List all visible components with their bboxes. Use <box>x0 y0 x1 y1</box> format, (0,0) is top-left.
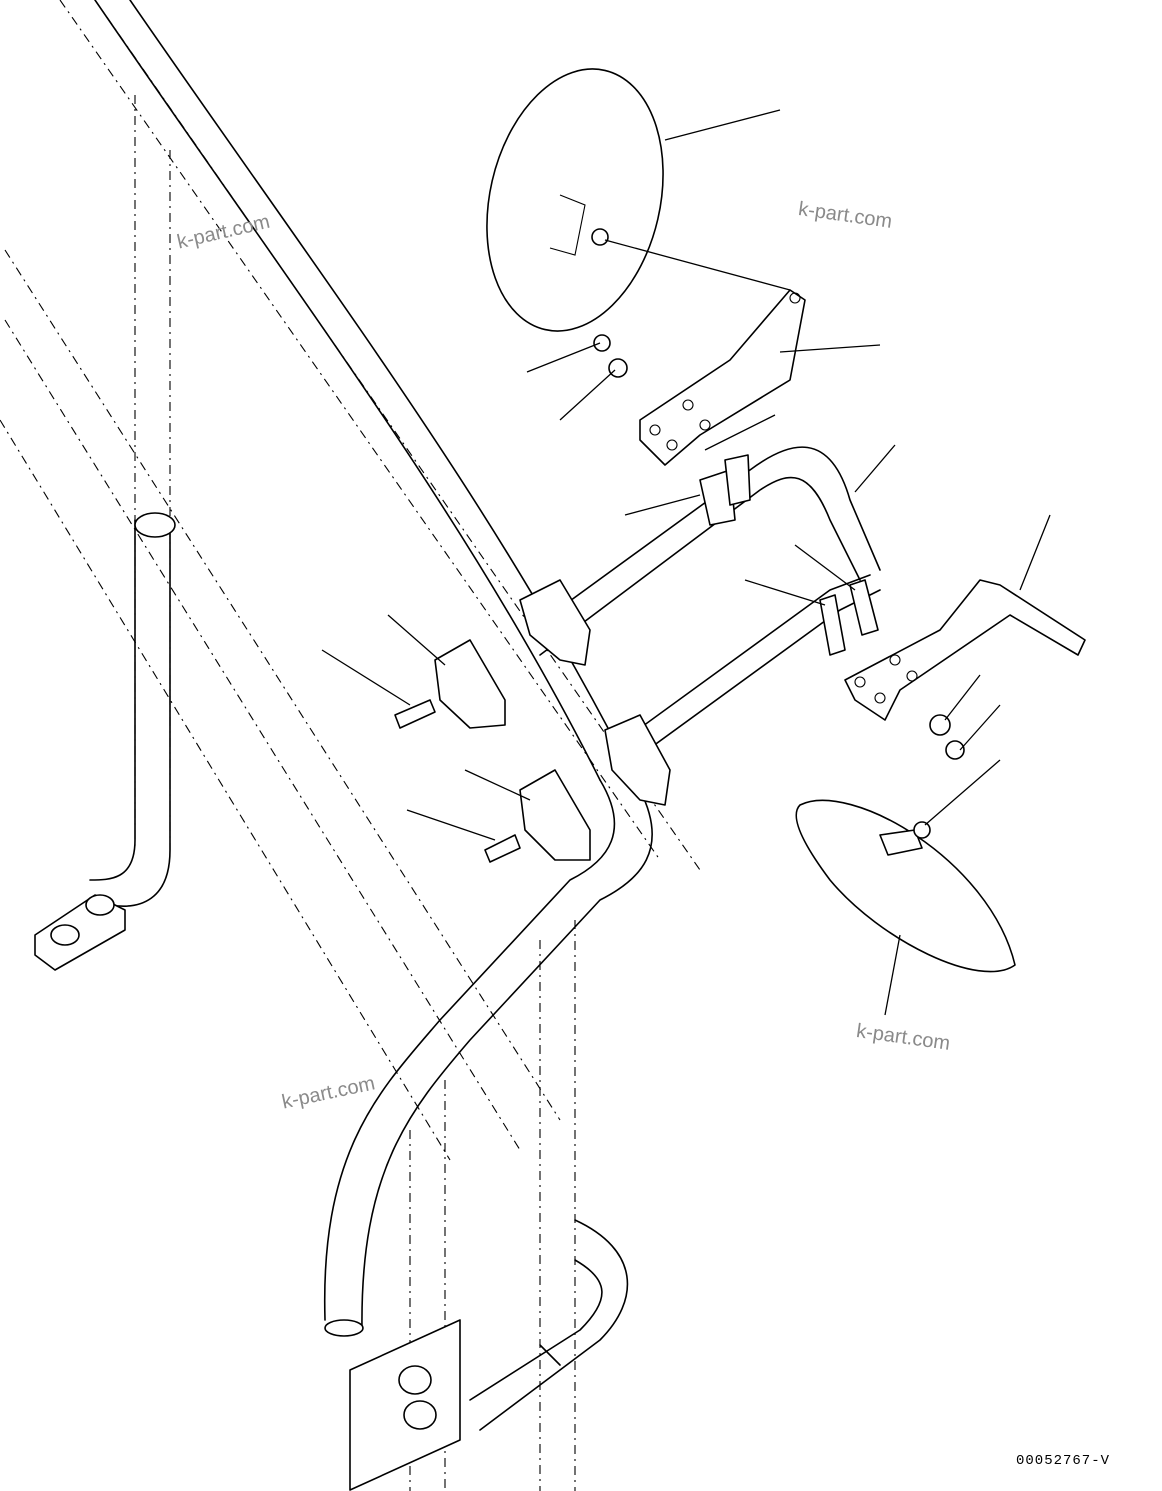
lower-mirror-bracket <box>844 579 1086 760</box>
upper-mirror-bracket <box>593 289 806 466</box>
rail-clamp-upper <box>394 579 591 729</box>
lower-rail-loop <box>469 1219 629 1431</box>
leader-lines <box>321 109 1051 1016</box>
lower-mirror <box>795 799 1016 973</box>
drawing-code: 00052767-V <box>1015 1453 1110 1469</box>
handrail <box>89 0 653 1337</box>
mirror-stay-bar <box>529 446 881 771</box>
rail-clamp-lower <box>484 714 671 863</box>
hinge-plate <box>349 1319 461 1491</box>
base-bolt-plate <box>34 894 126 971</box>
upper-mirror <box>486 68 664 332</box>
